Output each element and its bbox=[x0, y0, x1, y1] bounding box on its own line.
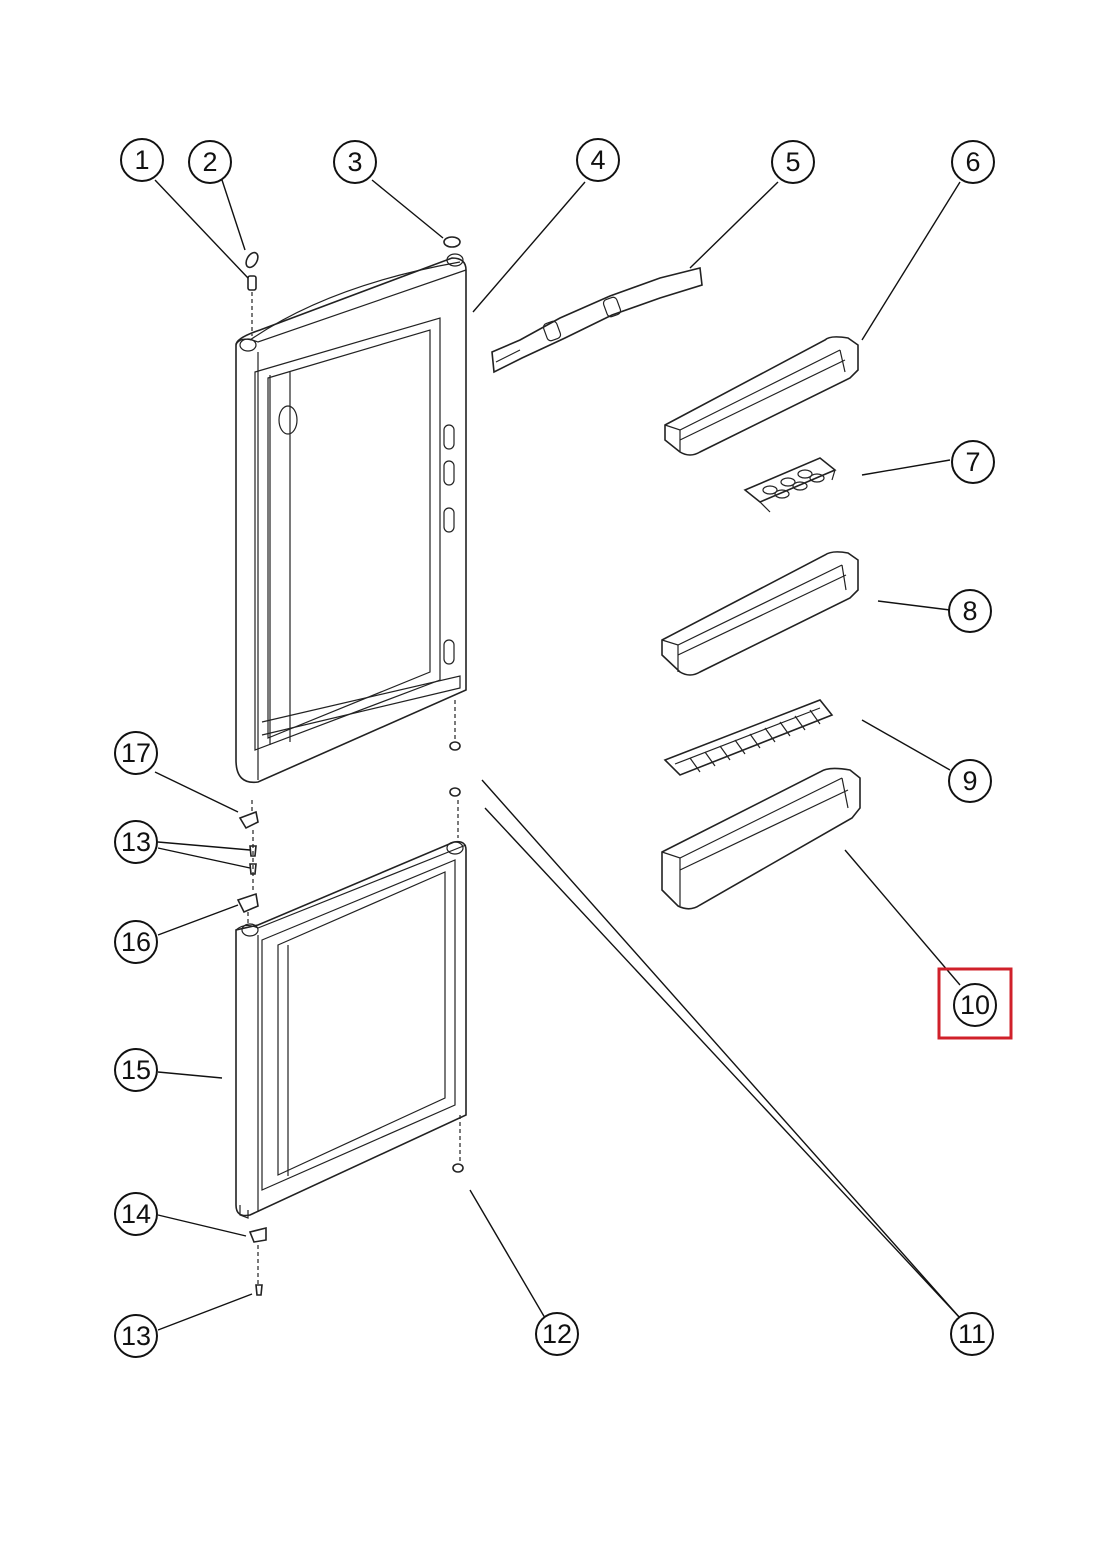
middle-hinge-part bbox=[236, 892, 259, 924]
bushing-middle-part bbox=[449, 787, 461, 838]
callout-label: 7 bbox=[965, 447, 980, 477]
leader-line bbox=[472, 181, 586, 313]
callout-label: 15 bbox=[121, 1055, 151, 1085]
callout-6: 6 bbox=[951, 140, 995, 184]
callout-16: 16 bbox=[114, 920, 158, 964]
callout-label: 9 bbox=[962, 766, 977, 796]
callout-8: 8 bbox=[948, 589, 992, 633]
callout-label: 1 bbox=[134, 145, 149, 175]
callout-label: 12 bbox=[542, 1319, 572, 1349]
door-bin-lower-part bbox=[661, 767, 861, 910]
lower-door-part bbox=[235, 840, 467, 1219]
bushing-upper-part bbox=[449, 700, 461, 751]
leader-lines bbox=[154, 179, 961, 1331]
callout-label: 4 bbox=[590, 145, 605, 175]
callout-12: 12 bbox=[535, 1312, 579, 1356]
bottle-rail-part bbox=[663, 699, 834, 776]
callout-label: 6 bbox=[965, 147, 980, 177]
leader-line bbox=[877, 600, 951, 611]
callout-17: 17 bbox=[114, 731, 158, 775]
leader-line bbox=[157, 1071, 223, 1079]
callout-11: 11 bbox=[950, 1312, 994, 1356]
callout-label: 5 bbox=[785, 147, 800, 177]
leader-line bbox=[157, 1293, 253, 1331]
callout-10[interactable]: 10 bbox=[937, 967, 1013, 1040]
callout-9: 9 bbox=[948, 759, 992, 803]
screw-part bbox=[249, 830, 257, 890]
callout-4: 4 bbox=[576, 138, 620, 182]
egg-tray-part bbox=[743, 457, 837, 513]
lower-hinge-part bbox=[248, 1226, 267, 1296]
leader-line bbox=[689, 181, 779, 269]
callout-13-upper: 13 bbox=[114, 820, 158, 864]
top-plug-part bbox=[443, 236, 461, 248]
hinge-pin-part bbox=[247, 275, 257, 336]
door-bin-middle-part bbox=[661, 551, 859, 676]
leader-line bbox=[154, 771, 239, 813]
leader-line bbox=[157, 904, 239, 936]
callout-1: 1 bbox=[120, 138, 164, 182]
upper-hinge-bracket-part bbox=[238, 800, 259, 830]
callout-label: 2 bbox=[202, 147, 217, 177]
hinge-cap-part bbox=[245, 251, 259, 269]
callout-14: 14 bbox=[114, 1192, 158, 1236]
callout-label: 14 bbox=[121, 1199, 151, 1229]
leader-line bbox=[481, 779, 961, 1319]
callout-label: 11 bbox=[958, 1319, 986, 1349]
leader-line bbox=[844, 849, 961, 986]
callout-13-lower: 13 bbox=[114, 1314, 158, 1358]
callout-label: 8 bbox=[962, 596, 977, 626]
highlight-box bbox=[937, 967, 1013, 1040]
door-bin-upper-part bbox=[664, 336, 859, 456]
upper-door-part bbox=[235, 253, 467, 784]
callout-label: 17 bbox=[121, 738, 151, 768]
callout-label: 16 bbox=[121, 927, 151, 957]
leader-line bbox=[861, 459, 951, 476]
callout-label: 3 bbox=[347, 147, 362, 177]
callout-label: 13 bbox=[121, 1321, 151, 1351]
leader-line bbox=[469, 1189, 546, 1319]
leader-line bbox=[157, 1214, 247, 1237]
callout-7: 7 bbox=[951, 440, 995, 484]
callout-label: 10 bbox=[960, 990, 990, 1020]
leader-line bbox=[484, 807, 961, 1319]
callout-2: 2 bbox=[188, 140, 232, 184]
callout-15: 15 bbox=[114, 1048, 158, 1092]
leader-line bbox=[371, 179, 444, 239]
leader-line bbox=[861, 181, 961, 341]
leader-line bbox=[157, 847, 251, 869]
leader-line bbox=[154, 179, 249, 279]
leader-line bbox=[221, 179, 246, 251]
leader-line bbox=[861, 719, 951, 771]
bushing-lower-part bbox=[452, 1115, 464, 1173]
callout-3: 3 bbox=[333, 140, 377, 184]
leader-line bbox=[157, 841, 251, 851]
handle-strip-part bbox=[491, 267, 703, 374]
callout-label: 13 bbox=[121, 827, 151, 857]
callout-5: 5 bbox=[771, 140, 815, 184]
